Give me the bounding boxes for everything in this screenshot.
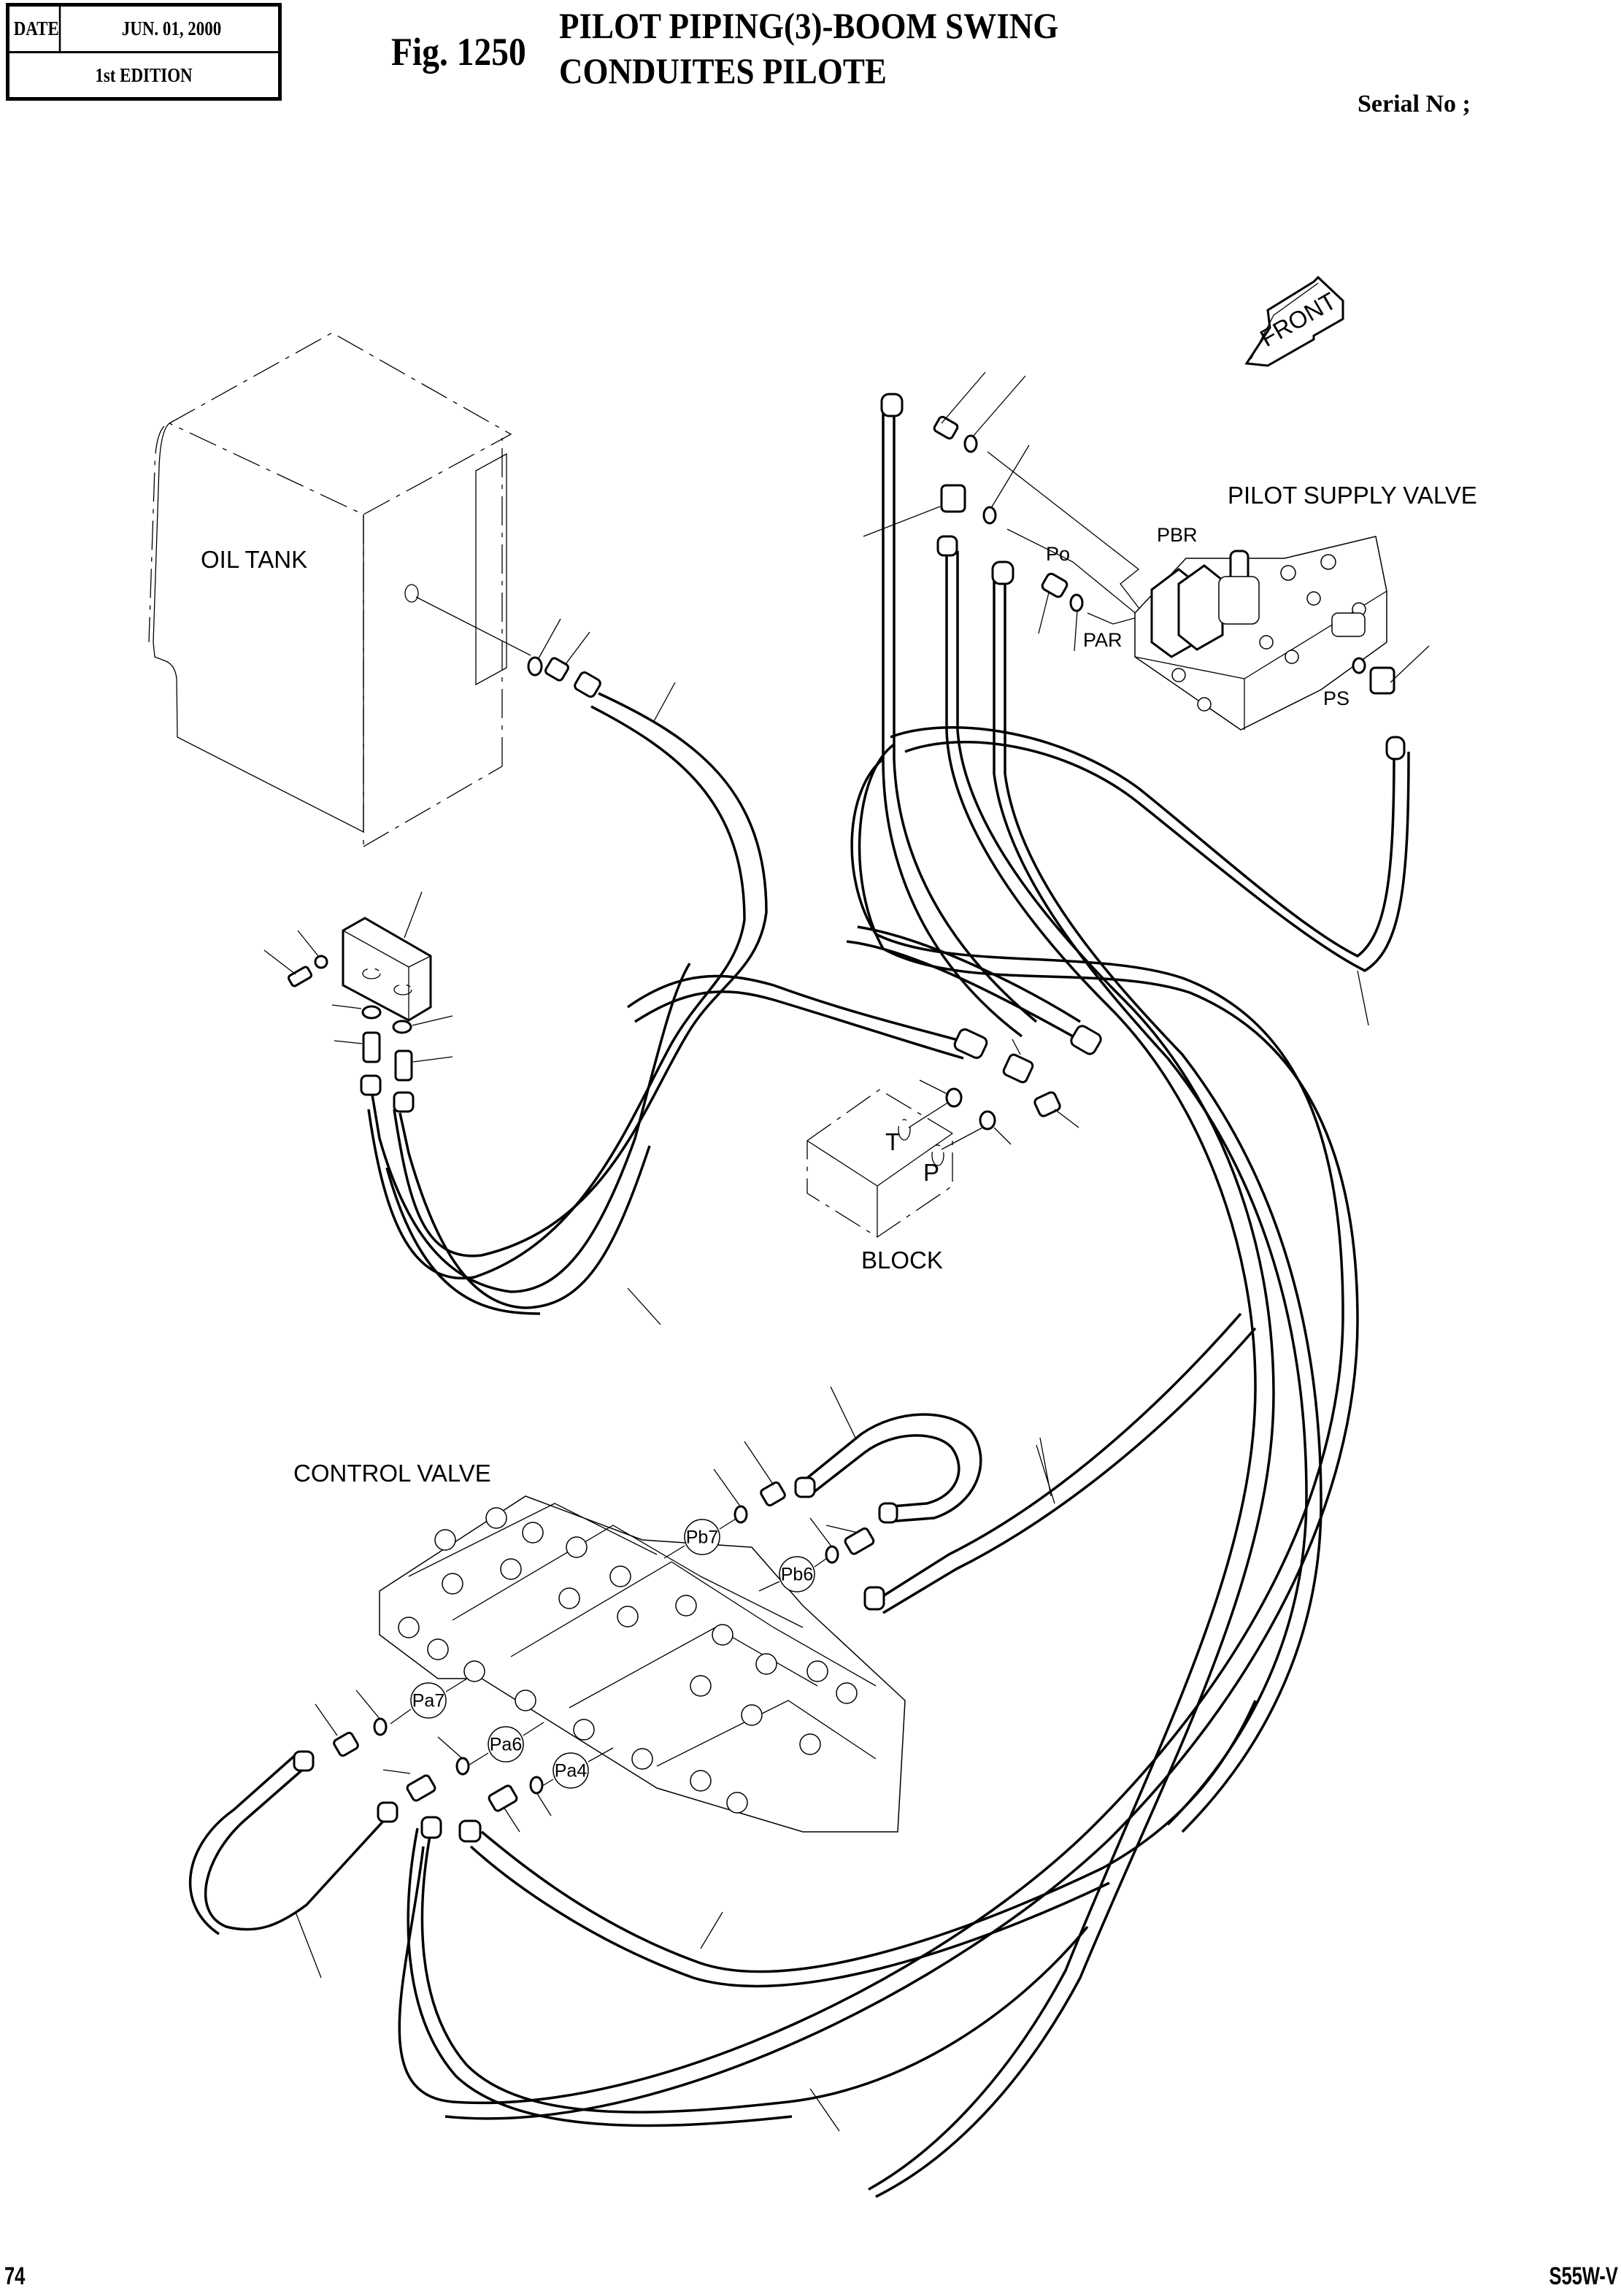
port-po: Po [1046,543,1070,565]
pilot-supply-valve: PILOT SUPPLY VALVE PBR Po PAR PS [1046,482,1477,731]
front-arrow-icon: FRONT [1244,275,1344,367]
page-title: PILOT PIPING(3)-BOOM SWING [559,5,1059,46]
port-bubble-pb7: Pb7 [684,1519,720,1555]
svg-text:Pa7: Pa7 [412,1691,444,1711]
hose-tank-return [393,692,768,1257]
control-valve-label: CONTROL VALVE [293,1460,491,1487]
svg-text:Pa4: Pa4 [555,1761,588,1781]
block-port-p: P [923,1159,939,1186]
revision-info-box: DATE JUN. 01, 2000 1st EDITION [6,3,282,101]
svg-text:Pb7: Pb7 [686,1528,718,1548]
port-pbr: PBR [1157,524,1198,546]
svg-text:Pa6: Pa6 [490,1735,522,1755]
port-par: PAR [1083,629,1123,651]
page-subtitle: CONDUITES PILOTE [559,50,887,91]
block: T P BLOCK [806,1079,1079,1274]
hose-pilot-1 [882,409,1023,1038]
hose-loop-outer [398,758,1344,2104]
hose-to-block-t [626,974,971,1045]
pilot-supply-valve-label: PILOT SUPPLY VALVE [1228,482,1477,509]
serial-number-label: Serial No ; [1358,90,1471,118]
hose-tank-return-inner [367,705,746,1280]
hose-manifold-a [371,963,691,1293]
svg-text:Pb6: Pb6 [781,1565,813,1585]
port-ps: PS [1323,687,1349,709]
hose-u-bottom [204,1765,388,1931]
block-port-t: T [885,1128,900,1155]
date-value: JUN. 01, 2000 [121,18,222,39]
hose-pa6 [420,1831,1089,2114]
hose-u-top [801,1413,982,1523]
hose-ps [890,726,1395,958]
port-bubble-pa4: Pa4 [552,1752,589,1789]
tank-fittings [527,618,601,698]
port-bubble-pb6: Pb6 [779,1556,815,1592]
date-label: DATE [14,7,61,51]
hose-pa4 [480,1700,1257,1973]
hose-manifold-b [398,1112,651,1309]
hose-pilot-2 [868,551,1257,2191]
control-valve: CONTROL VALVE [293,1460,906,1833]
model-number: S55W-V [1549,2262,1618,2290]
date-row: DATE JUN. 01, 2000 [9,7,278,53]
page-number: 74 [4,2262,26,2290]
hose-pb6 [879,1312,1242,1600]
oil-tank-label: OIL TANK [201,546,307,573]
edition-label: 1st EDITION [95,63,193,86]
hose-pilot-3 [993,577,1308,1826]
port-bubble-pa7: Pa7 [410,1682,447,1719]
block-label: BLOCK [861,1247,943,1274]
oil-tank: OIL TANK [148,332,531,847]
manifold-block [263,891,453,1113]
figure-number: Fig. 1250 [391,30,526,74]
port-bubble-pa6: Pa6 [488,1726,524,1763]
